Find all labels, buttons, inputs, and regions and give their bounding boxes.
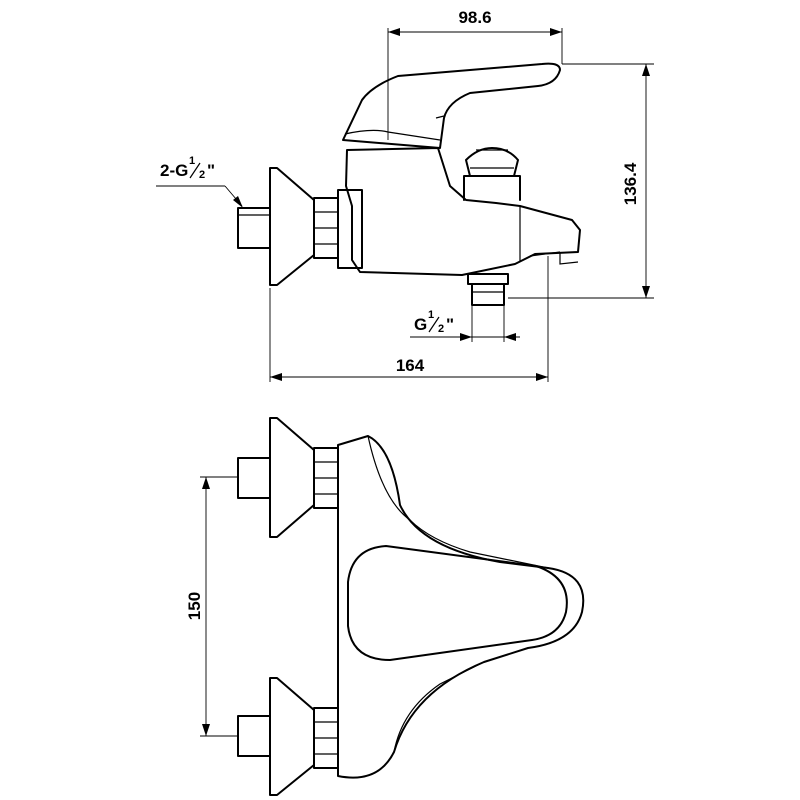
svg-text:2: 2 bbox=[438, 323, 444, 335]
dimension-overall-height: 136.4 bbox=[508, 63, 654, 299]
side-elevation-view bbox=[237, 62, 581, 306]
svg-text:1: 1 bbox=[428, 309, 434, 321]
wall-flange bbox=[269, 167, 315, 286]
svg-text:1: 1 bbox=[189, 155, 195, 167]
upper-inlet-pipe bbox=[237, 457, 271, 499]
diverter-knob bbox=[463, 147, 521, 201]
svg-text:": " bbox=[446, 315, 454, 334]
mixer-body bbox=[345, 147, 581, 276]
overall-length-value: 164 bbox=[396, 356, 425, 375]
inlet-spacing-value: 150 bbox=[185, 592, 204, 620]
dimension-overall-length: 164 bbox=[269, 256, 549, 382]
svg-text:2-G: 2-G bbox=[160, 161, 188, 180]
lower-inlet-pipe bbox=[237, 715, 271, 757]
lower-wall-flange bbox=[269, 677, 315, 796]
lever-reach-value: 98.6 bbox=[458, 8, 491, 27]
front-handle bbox=[347, 545, 568, 661]
outlet-thread-callout: G 1 2 " bbox=[410, 305, 520, 342]
svg-text:G: G bbox=[414, 315, 427, 334]
inlet-pipe bbox=[237, 207, 271, 249]
outlet-nipple bbox=[467, 273, 509, 285]
front-view bbox=[237, 417, 585, 796]
dimension-lever-reach: 98.6 bbox=[387, 8, 563, 140]
svg-text:": " bbox=[207, 161, 215, 180]
overall-height-value: 136.4 bbox=[621, 162, 640, 205]
lever-handle bbox=[342, 62, 561, 149]
inlet-thread-callout: 2-G 1 2 " bbox=[156, 155, 243, 208]
svg-text:2: 2 bbox=[199, 169, 205, 181]
dimension-inlet-spacing: 150 bbox=[185, 476, 238, 737]
upper-wall-flange bbox=[269, 417, 315, 538]
front-mixer-body bbox=[337, 435, 585, 779]
